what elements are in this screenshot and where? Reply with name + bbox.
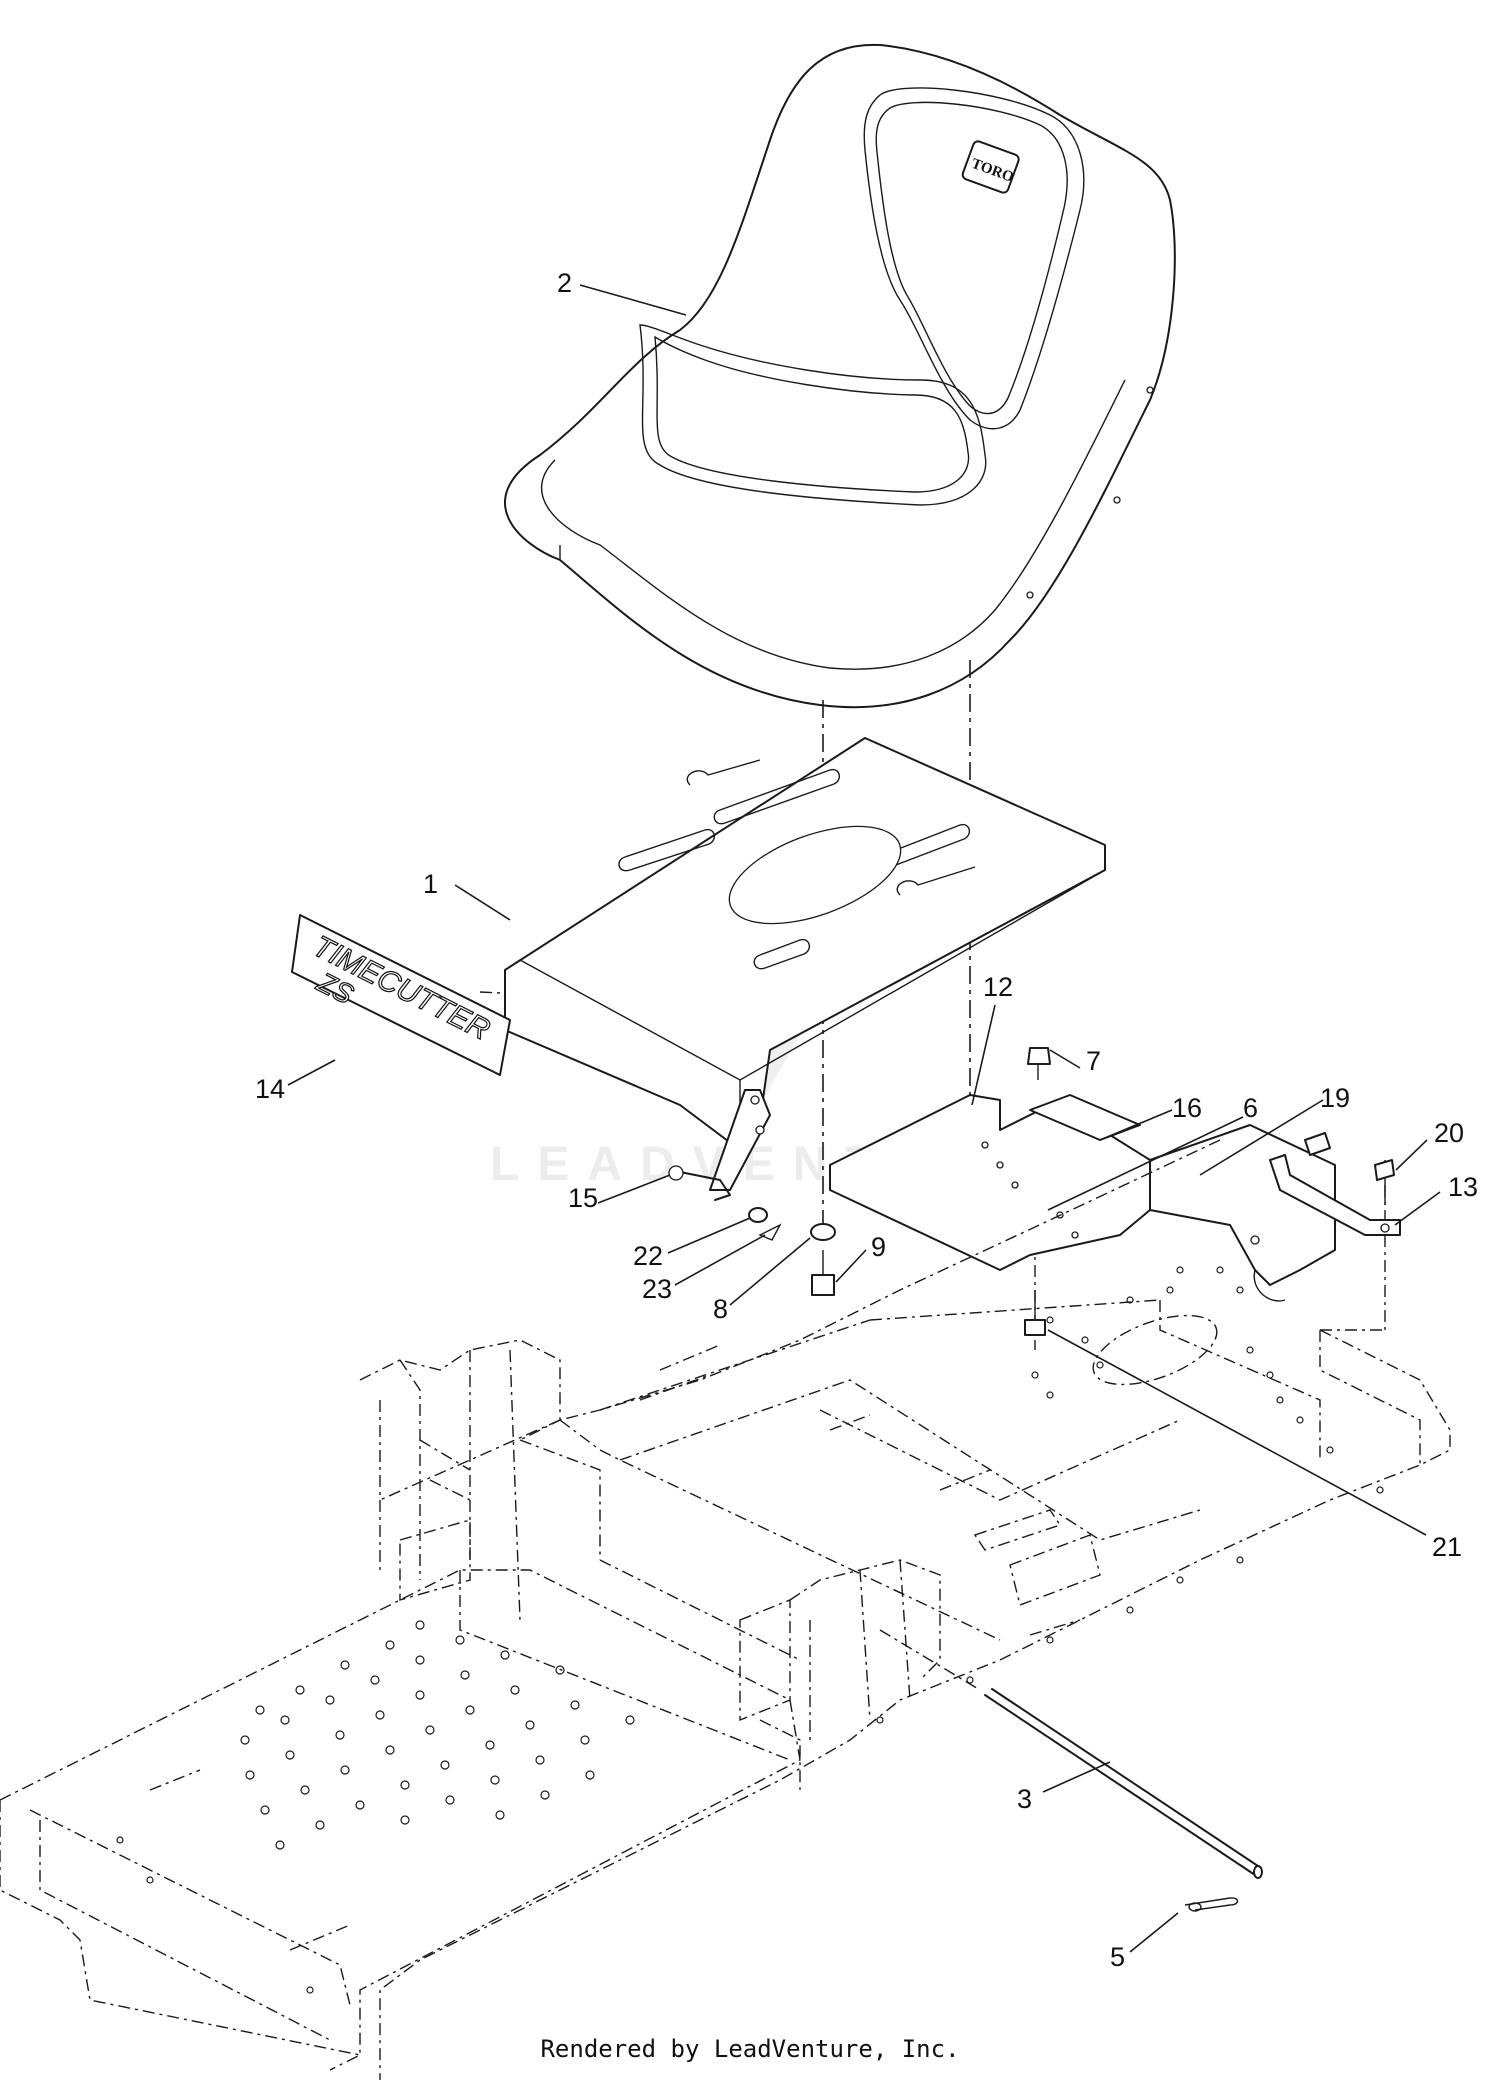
callout-15: 15: [568, 1183, 598, 1213]
seat-part-2: TORO: [504, 43, 1176, 709]
hairpin-part-5: [1184, 1897, 1239, 1912]
callout-13: 13: [1448, 1172, 1478, 1202]
render-credit: Rendered by LeadVenture, Inc.: [540, 2035, 960, 2063]
bolt-part-20: [1374, 1159, 1395, 1205]
callout-12: 12: [983, 972, 1013, 1002]
callout-8: 8: [713, 1294, 728, 1324]
decal-part-14: TIMECUTTER ZS: [291, 914, 511, 1076]
seat-logo-badge: TORO: [961, 140, 1020, 194]
callout-21: 21: [1432, 1532, 1462, 1562]
callout-23: 23: [642, 1274, 672, 1304]
callout-leaders: [287, 284, 1441, 1953]
callout-14: 14: [255, 1074, 285, 1104]
callout-labels: 2 1 14 12 7 16 6 19 20 13 15 22 23 9 8 2…: [255, 268, 1478, 1972]
bolt-part-21: [1024, 1290, 1046, 1336]
clip-part-23: [758, 1223, 782, 1241]
callout-9: 9: [871, 1232, 886, 1262]
decal-part-16: [1029, 1094, 1141, 1141]
callout-7: 7: [1086, 1046, 1101, 1076]
callout-16: 16: [1172, 1093, 1202, 1123]
callout-1: 1: [423, 869, 438, 899]
callout-22: 22: [633, 1241, 663, 1271]
mower-frame-phantom: [0, 1139, 1451, 2080]
bolt-part-9: [811, 1250, 835, 1296]
washer-part-22: [748, 1207, 768, 1223]
callout-3: 3: [1017, 1784, 1032, 1814]
callout-20: 20: [1434, 1118, 1464, 1148]
callout-5: 5: [1110, 1942, 1125, 1972]
bracket-part-13: [1269, 1154, 1401, 1236]
bolt-bracket: [1304, 1132, 1331, 1156]
seat-pan-part-1: [504, 737, 1106, 1191]
pivot-rod-part-3: [879, 1629, 1263, 1879]
nut-part-7: [1027, 1047, 1051, 1080]
callout-19: 19: [1320, 1083, 1350, 1113]
callout-2: 2: [557, 268, 572, 298]
pin-part-15: [668, 1165, 731, 1201]
washer-part-8: [810, 1223, 836, 1241]
support-bracket-part-19: [1149, 1124, 1336, 1302]
callout-6: 6: [1243, 1093, 1258, 1123]
